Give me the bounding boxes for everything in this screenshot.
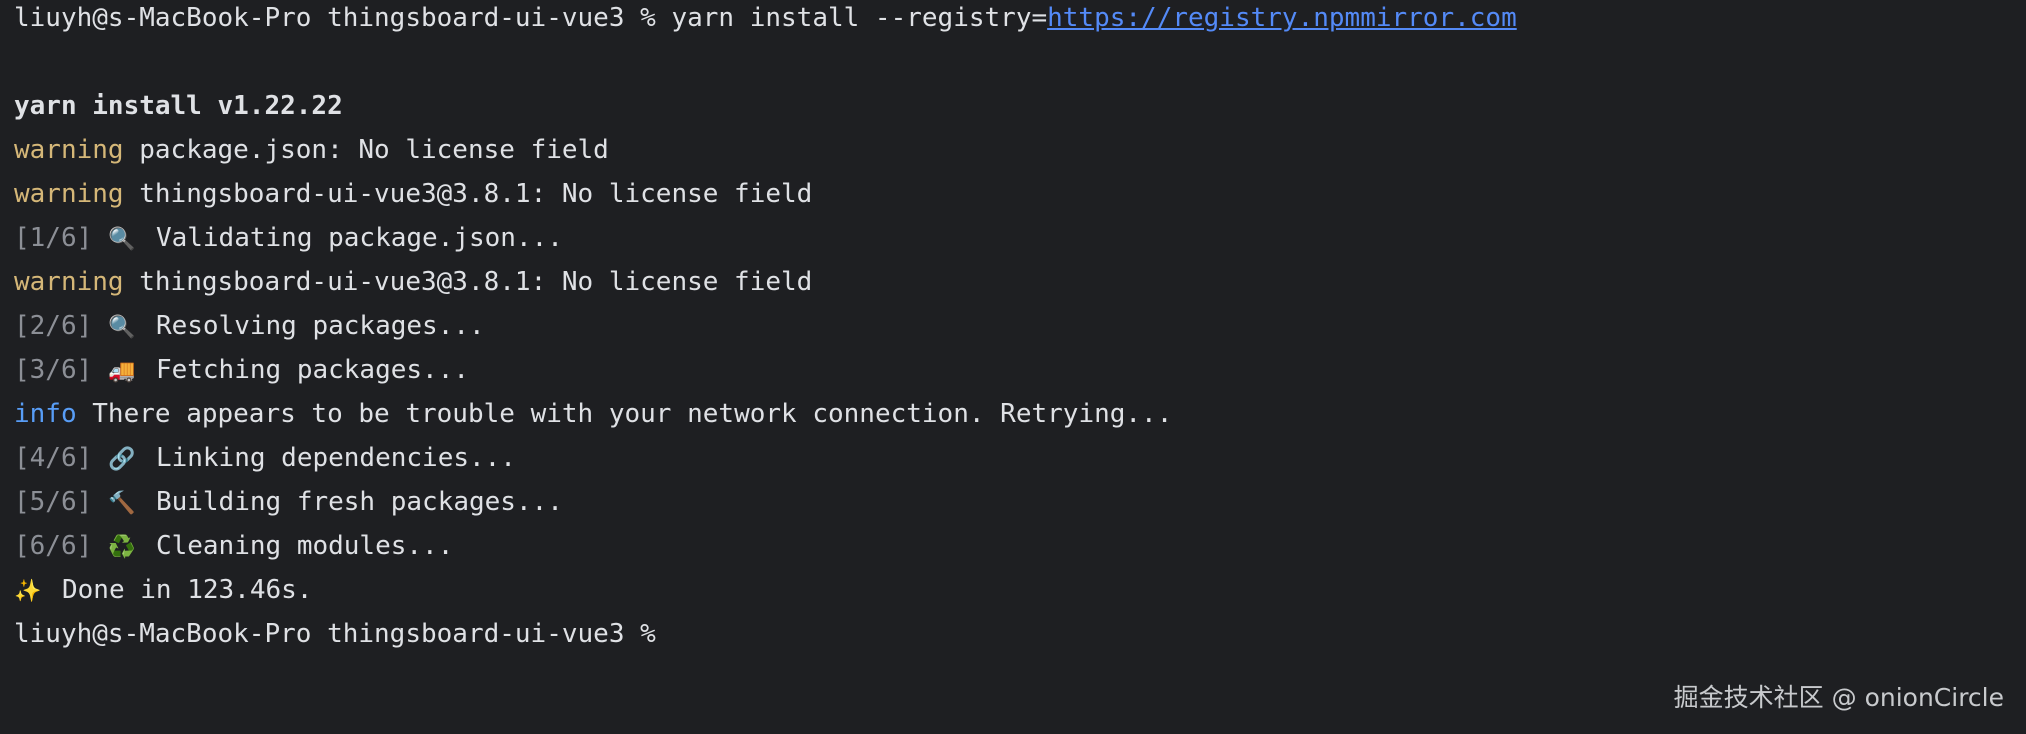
blank-line: [14, 46, 2026, 90]
recycle-icon: ♻️: [107, 535, 136, 560]
warning-text: thingsboard-ui-vue3@3.8.1: No license fi…: [123, 267, 813, 297]
info-text: There appears to be trouble with your ne…: [76, 399, 1173, 429]
warning-tag: warning: [14, 267, 124, 297]
command-prompt: liuyh@s-MacBook-Pro thingsboard-ui-vue3 …: [14, 3, 1048, 33]
sparkles-icon: ✨: [14, 579, 42, 604]
step-counter: [2/6]: [14, 311, 93, 341]
truck-icon: 🚚: [107, 359, 136, 384]
step-counter: [4/6]: [14, 443, 93, 473]
step-line: [6/6] ♻️ Cleaning modules...: [14, 530, 2026, 574]
warning-line: warning thingsboard-ui-vue3@3.8.1: No li…: [14, 266, 2026, 310]
warning-tag: warning: [14, 179, 124, 209]
step-text: Building fresh packages...: [155, 487, 563, 517]
step-text: Linking dependencies...: [155, 443, 516, 473]
warning-text: package.json: No license field: [123, 135, 609, 165]
step-text: Resolving packages...: [155, 311, 485, 341]
warning-tag: warning: [14, 135, 124, 165]
registry-link[interactable]: https://registry.npmmirror.com: [1047, 3, 1517, 33]
final-prompt-line[interactable]: liuyh@s-MacBook-Pro thingsboard-ui-vue3 …: [14, 618, 2026, 662]
step-line: [3/6] 🚚 Fetching packages...: [14, 354, 2026, 398]
command-line: liuyh@s-MacBook-Pro thingsboard-ui-vue3 …: [14, 2, 2026, 46]
step-line: [5/6] 🔨 Building fresh packages...: [14, 486, 2026, 530]
watermark: 掘金技术社区 @ onionCircle: [1673, 683, 2004, 712]
magnifier-icon: 🔍: [107, 227, 136, 252]
step-line: [1/6] 🔍 Validating package.json...: [14, 222, 2026, 266]
done-text: Done in 123.46s.: [62, 575, 313, 605]
step-counter: [1/6]: [14, 223, 93, 253]
step-counter: [3/6]: [14, 355, 93, 385]
magnifier-icon: 🔍: [107, 315, 136, 340]
final-prompt: liuyh@s-MacBook-Pro thingsboard-ui-vue3 …: [14, 619, 656, 649]
step-text: Fetching packages...: [155, 355, 470, 385]
hammer-icon: 🔨: [107, 491, 136, 516]
step-counter: [6/6]: [14, 531, 93, 561]
done-line: ✨ Done in 123.46s.: [14, 574, 2026, 618]
step-text: Validating package.json...: [155, 223, 563, 253]
step-counter: [5/6]: [14, 487, 93, 517]
step-line: [4/6] 🔗 Linking dependencies...: [14, 442, 2026, 486]
warning-text: thingsboard-ui-vue3@3.8.1: No license fi…: [123, 179, 813, 209]
link-icon: 🔗: [107, 447, 136, 472]
info-tag: info: [14, 399, 77, 429]
warning-line: warning thingsboard-ui-vue3@3.8.1: No li…: [14, 178, 2026, 222]
warning-line: warning package.json: No license field: [14, 134, 2026, 178]
yarn-version-header: yarn install v1.22.22: [14, 91, 343, 121]
step-line: [2/6] 🔍 Resolving packages...: [14, 310, 2026, 354]
info-line: info There appears to be trouble with yo…: [14, 398, 2026, 442]
step-text: Cleaning modules...: [155, 531, 454, 561]
